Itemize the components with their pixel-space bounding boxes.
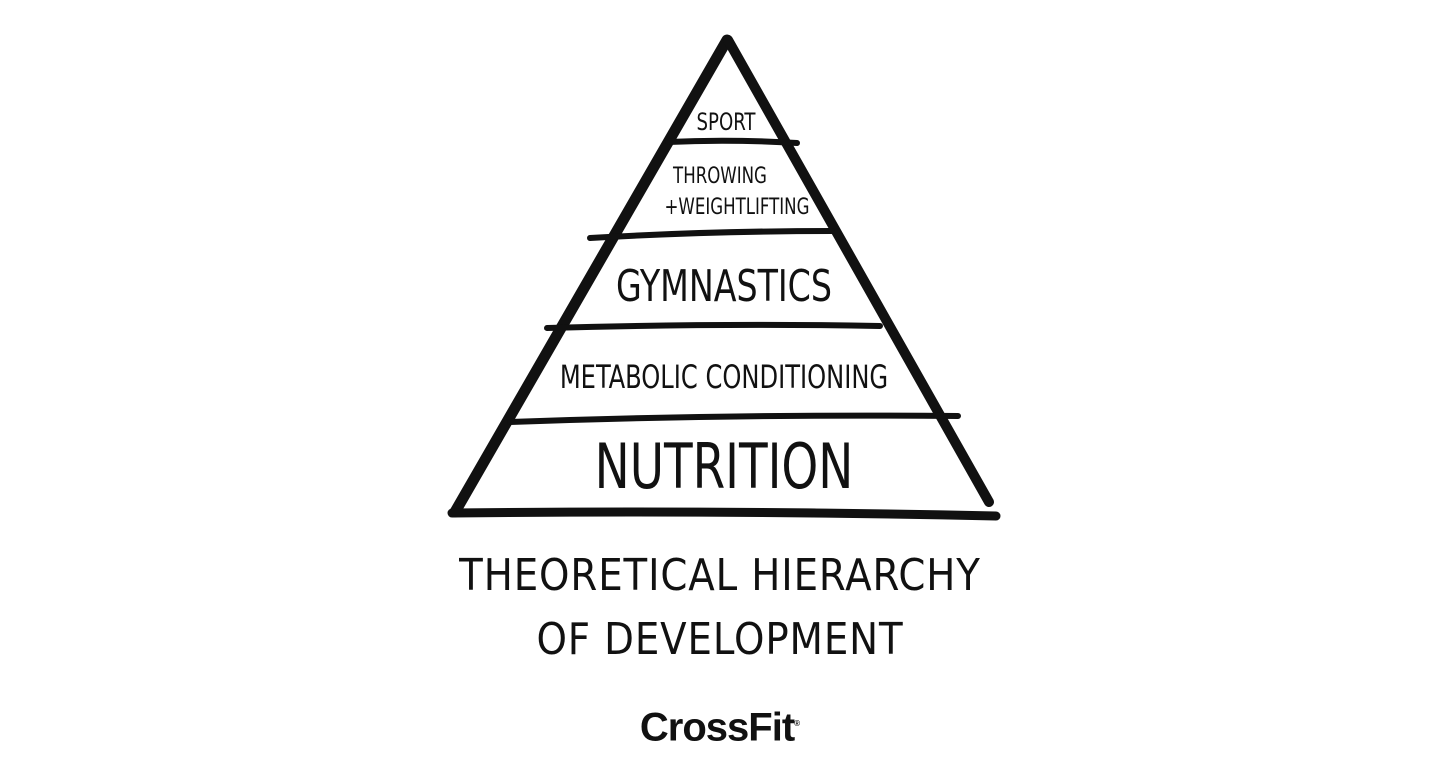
crossfit-logo-text: CrossFit bbox=[639, 705, 795, 750]
diagram-caption-line-2: OF DEVELOPMENT bbox=[536, 614, 904, 665]
tier-label-sport: SPORT bbox=[697, 108, 757, 136]
tier-label-metabolic-conditioning: METABOLIC CONDITIONING bbox=[560, 359, 888, 396]
pyramid-right-edge bbox=[723, 35, 994, 507]
tier-divider-1 bbox=[665, 137, 800, 146]
tier-label-nutrition: NUTRITION bbox=[595, 431, 854, 504]
tier-divider-4 bbox=[507, 412, 961, 425]
tier-divider-3 bbox=[544, 321, 883, 331]
tier-divider-2 bbox=[587, 228, 835, 241]
registered-mark: ® bbox=[794, 719, 801, 728]
crossfit-logo: CrossFit® bbox=[0, 700, 1440, 751]
tier-label-throwing: THROWING bbox=[672, 162, 767, 188]
diagram-caption-line-1: THEORETICAL HIERARCHY bbox=[459, 550, 981, 601]
pyramid-base-line bbox=[447, 507, 1001, 521]
tier-label-weightlifting: +WEIGHTLIFTING bbox=[665, 193, 810, 219]
pyramid-left-edge bbox=[449, 34, 733, 518]
tier-label-gymnastics: GYMNASTICS bbox=[616, 260, 832, 312]
